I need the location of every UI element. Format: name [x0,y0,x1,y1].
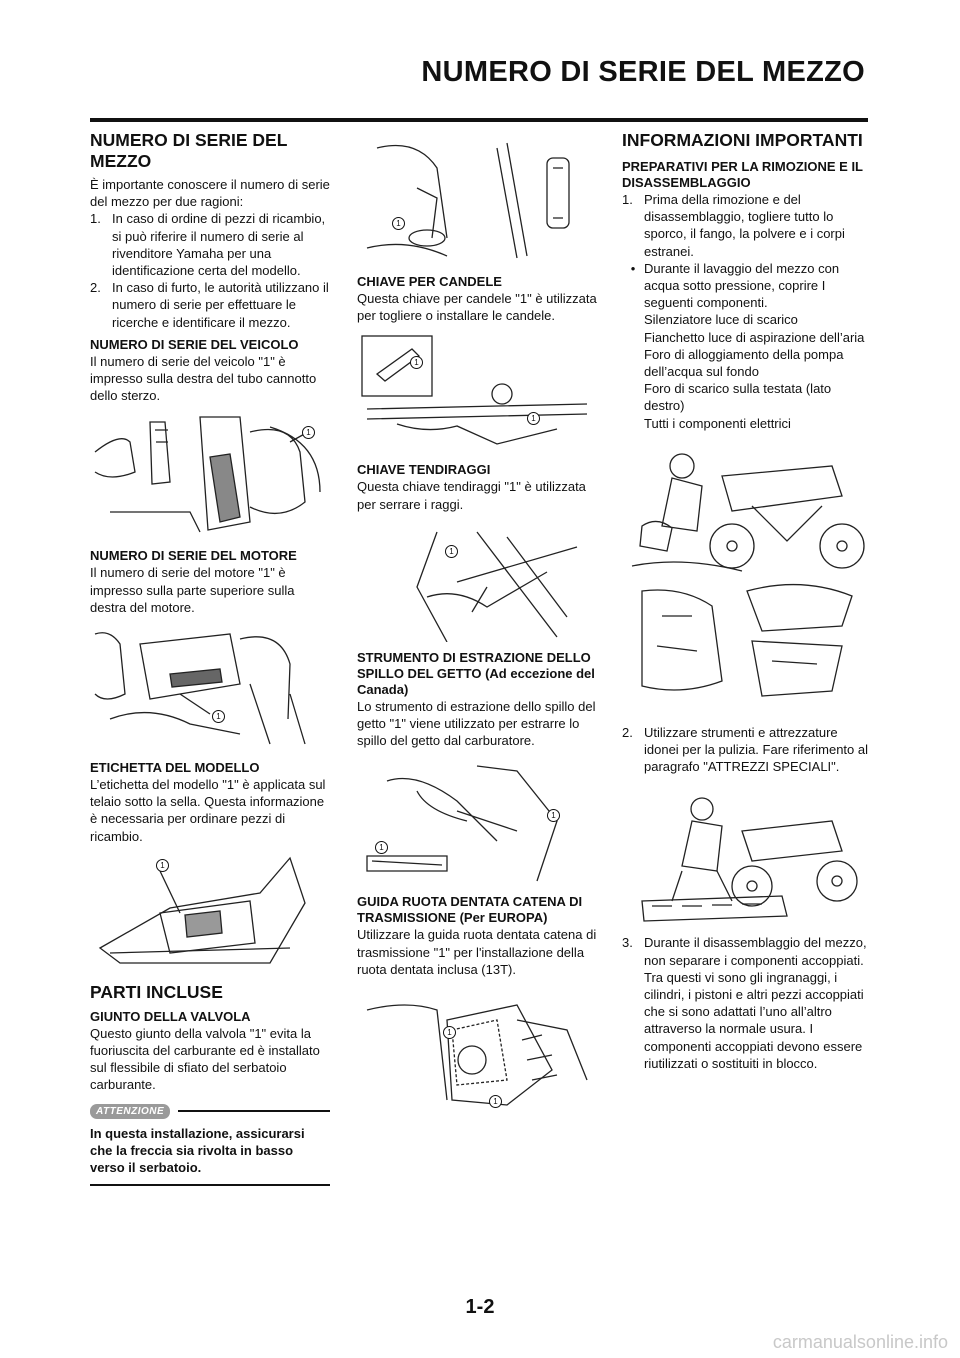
column-middle: 1 CHIAVE PER CANDELE Questa chiave per c… [357,128,602,1123]
callout-1: 1 [489,1095,502,1109]
figure-sprocket-guide: 1 1 [357,990,602,1115]
list-item: Tutti i componenti elettrici [644,415,791,431]
callout-1: 1 [443,1026,456,1040]
text-giunto: Questo giunto della valvola "1" evita la… [90,1025,320,1093]
text-chiave-candele: Questa chiave per candele "1" è utilizza… [357,291,597,324]
heading-informazioni: INFORMAZIONI IMPORTANTI [622,130,863,150]
reasons-list: 1.In caso di ordine di pezzi di ricambio… [90,210,330,330]
heading-chiave-tendiraggi: CHIAVE TENDIRAGGI [357,462,491,478]
text-guida-ruota: Utilizzare la guida ruota dentata catena… [357,927,597,977]
list-item: Fianchetto luce di aspirazione dell’aria [644,329,865,345]
list-item: Silenziatore luce di scarico [644,312,798,328]
figure-jet-needle-puller: 1 1 [357,761,602,886]
column-right: INFORMAZIONI IMPORTANTI PREPARATIVI PER … [622,128,870,1072]
heading-parti-incluse: PARTI INCLUSE [90,981,223,1002]
figure-tools-cleaning [622,791,870,926]
callout-1: 1 [547,809,560,823]
callout-1: 1 [302,426,315,440]
callout-1: 1 [445,544,458,558]
column-left: NUMERO DI SERIE DEL MEZZO È importante c… [90,128,330,1186]
text-motore: Il numero di serie del motore "1" è impr… [90,565,295,615]
heading-numero-serie: NUMERO DI SERIE DEL MEZZO [90,130,288,171]
page-number: 1-2 [465,1296,495,1318]
callout-1: 1 [527,412,540,426]
list-item: 1.In caso di ordine di pezzi di ricambio… [90,211,326,279]
figure-steering-head: 1 [90,412,330,540]
step-3: 3.Durante il disassemblaggio del mezzo, … [622,935,867,1071]
heading-motore: NUMERO DI SERIE DEL MOTORE [90,548,297,564]
figure-spark-plug-wrench-fitted: 1 [357,138,602,266]
callout-1: 1 [375,841,388,855]
text-veicolo: Il numero di serie del veicolo "1" è imp… [90,353,317,404]
callout-1: 1 [212,710,225,724]
heading-giunto: GIUNTO DELLA VALVOLA [90,1008,251,1024]
components-list: Silenziatore luce di scarico Fianchetto … [622,311,870,431]
text-chiave-tendiraggi: Questa chiave tendiraggi "1" è utilizzat… [357,479,586,512]
intro-text: È importante conoscere il numero di seri… [90,177,330,210]
heading-etichetta: ETICHETTA DEL MODELLO [90,760,260,776]
step-2: 2.Utilizzare strumenti e attrezzature id… [622,724,868,775]
heading-strumento-estrazione: STRUMENTO DI ESTRAZIONE DELLO SPILLO DEL… [357,649,595,697]
heading-guida-ruota: GUIDA RUOTA DENTATA CATENA DI TRASMISSIO… [357,894,583,926]
watermark: carmanualsonline.info [772,1332,948,1352]
text-etichetta: L’etichetta del modello "1" è applicata … [90,777,326,844]
heading-chiave-candele: CHIAVE PER CANDELE [357,274,502,289]
list-item: Foro di scarico sulla testata (lato dest… [644,381,832,414]
attention-badge: ATTENZIONE [90,1103,171,1119]
figure-washing-bike [622,446,870,716]
list-item: 2.In caso di furto, le autorità utilizza… [90,280,329,330]
figure-model-label: 1 [90,853,330,968]
heading-veicolo: NUMERO DI SERIE DEL VEICOLO [90,336,299,352]
heading-preparativi: PREPARATIVI PER LA RIMOZIONE E IL DISASS… [622,159,863,190]
attention-box: ATTENZIONE In questa installazione, assi… [90,1103,330,1186]
figure-spoke-tightening: 1 [357,527,602,642]
figure-spokes-wrench-tool: 1 1 [357,334,602,454]
callout-1: 1 [392,217,405,230]
attention-text: In questa installazione, assicurarsi che… [90,1125,305,1175]
figure-engine: 1 [90,624,330,752]
callout-1: 1 [156,858,169,872]
step-1: 1.Prima della rimozione e del disassembl… [622,192,845,259]
header-rule [90,118,868,122]
page-header-title: NUMERO DI SERIE DEL MEZZO [421,56,865,88]
callout-1: 1 [410,356,423,370]
list-item: Foro di alloggiamento della pompa dell’a… [644,346,844,380]
bullet-item: •Durante il lavaggio del mezzo con acqua… [630,260,840,311]
text-strumento-estrazione: Lo strumento di estrazione dello spillo … [357,698,596,749]
